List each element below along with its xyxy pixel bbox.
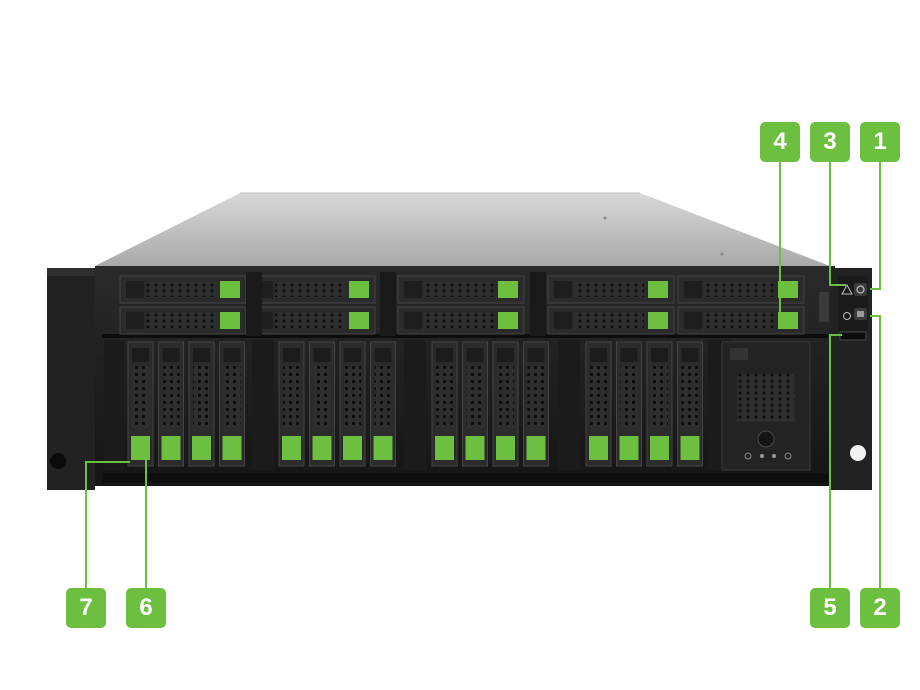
drive-led [192, 436, 211, 460]
drive-bay-lower[interactable] [339, 341, 366, 467]
drive-bay-upper[interactable] [547, 275, 675, 304]
lower-drive-bays [104, 340, 730, 470]
drive-led [349, 312, 369, 329]
callout-7: 7 [66, 588, 106, 628]
drive-led [778, 281, 798, 298]
drive-bay-upper[interactable] [397, 306, 525, 335]
leader-lines [85, 162, 881, 588]
upper-drive-bays [119, 272, 805, 336]
drive-led [349, 281, 369, 298]
drive-bay-upper[interactable] [119, 306, 247, 335]
front-control-panel [838, 276, 868, 341]
callout-4: 4 [760, 122, 800, 162]
bay-divider [530, 272, 546, 336]
drive-led [680, 436, 700, 460]
alarm-led-icon [841, 283, 853, 295]
drive-led [312, 436, 332, 460]
drive-bay-lower[interactable] [677, 341, 703, 467]
drive-led [648, 312, 668, 329]
callout-5: 5 [810, 588, 850, 628]
drive-led [526, 436, 546, 460]
drive-bay-lower[interactable] [309, 341, 335, 467]
drive-bay-lower[interactable] [616, 341, 642, 467]
leader-line-2 [870, 315, 881, 588]
bay-divider [252, 340, 274, 470]
drive-led [648, 281, 668, 298]
bay-divider [558, 340, 580, 470]
bay-divider [380, 272, 396, 336]
drive-led [778, 312, 798, 329]
drive-bay-upper[interactable] [547, 306, 675, 335]
bay-divider [404, 340, 426, 470]
rack-ear-left [47, 268, 95, 490]
drive-led [222, 436, 242, 460]
drive-led [465, 436, 485, 460]
drive-bay-upper[interactable] [677, 275, 805, 304]
drive-led [220, 312, 240, 329]
drive-bay-lower[interactable] [219, 341, 245, 467]
status-led-icon [843, 312, 851, 320]
leader-line-5 [829, 334, 842, 588]
drive-bay-upper[interactable] [248, 306, 376, 335]
drive-led [589, 436, 608, 460]
uid-button-icon[interactable] [854, 308, 867, 320]
drive-bay-lower[interactable] [127, 341, 154, 467]
drive-bay-lower[interactable] [585, 341, 612, 467]
drive-led [496, 436, 515, 460]
chassis-top-cover [95, 192, 830, 266]
usb-port-icon[interactable] [839, 331, 867, 341]
drive-led [650, 436, 669, 460]
drive-bay-lower[interactable] [431, 341, 458, 467]
drive-bay-lower[interactable] [462, 341, 488, 467]
drive-led [435, 436, 454, 460]
drive-bay-lower[interactable] [370, 341, 396, 467]
callout-1: 1 [860, 122, 900, 162]
bay-divider [246, 272, 262, 336]
bay-divider [104, 340, 124, 470]
drive-led [498, 312, 518, 329]
drive-bay-lower[interactable] [646, 341, 673, 467]
drive-led [131, 436, 150, 460]
drive-bay-lower[interactable] [492, 341, 519, 467]
drive-bay-upper[interactable] [248, 275, 376, 304]
leader-line-7 [85, 461, 130, 588]
power-button-icon[interactable] [854, 283, 867, 296]
drive-led [220, 281, 240, 298]
drive-led [373, 436, 393, 460]
drive-bay-lower[interactable] [523, 341, 549, 467]
callout-2: 2 [860, 588, 900, 628]
drive-bay-lower[interactable] [158, 341, 184, 467]
drive-led [619, 436, 639, 460]
drive-led [282, 436, 301, 460]
leader-line-1 [870, 162, 881, 290]
drive-bay-upper[interactable] [119, 275, 247, 304]
drive-bay-lower[interactable] [188, 341, 215, 467]
drive-bay-upper[interactable] [397, 275, 525, 304]
drive-led [343, 436, 362, 460]
drive-led [498, 281, 518, 298]
callout-3: 3 [810, 122, 850, 162]
leader-line-4 [779, 162, 792, 319]
leader-line-3 [829, 162, 846, 286]
drive-bay-upper[interactable] [677, 306, 805, 335]
drive-bay-lower[interactable] [278, 341, 305, 467]
callout-6: 6 [126, 588, 166, 628]
drive-led [161, 436, 181, 460]
power-supply-module[interactable] [721, 341, 811, 471]
